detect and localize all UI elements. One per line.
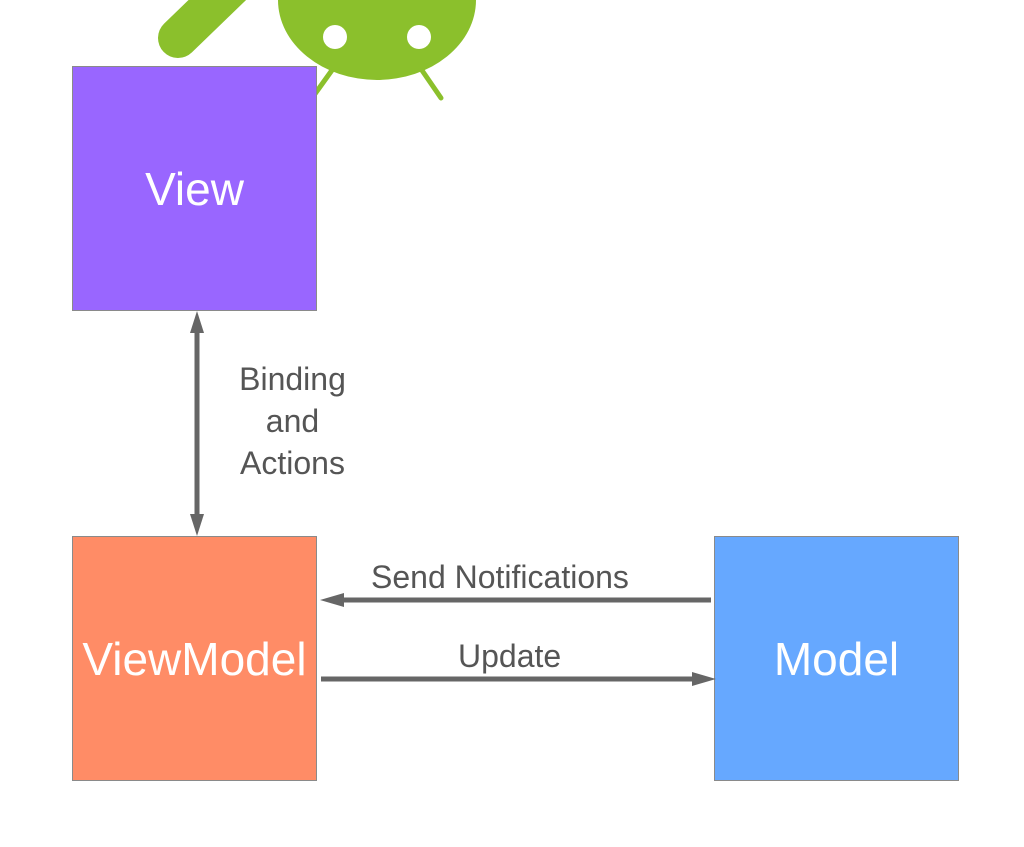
android-eye-left	[323, 25, 347, 49]
android-antenna-right	[416, 63, 444, 101]
view-box: View	[72, 66, 317, 311]
android-arm	[158, 0, 247, 58]
viewmodel-label: ViewModel	[82, 632, 307, 685]
binding-arrow-head-up	[190, 311, 204, 333]
binding-line-1: Binding	[239, 361, 346, 397]
model-box: Model	[714, 536, 959, 781]
android-robot-icon	[158, 0, 476, 101]
notifications-arrow-head	[320, 593, 344, 607]
send-notifications-label: Send Notifications	[371, 559, 629, 595]
binding-line-3: Actions	[240, 445, 345, 481]
update-label: Update	[458, 638, 562, 674]
android-head	[278, 0, 476, 80]
model-label: Model	[773, 632, 900, 685]
binding-arrow-head-down	[190, 514, 204, 536]
android-eye-right	[407, 25, 431, 49]
binding-and-actions-label: Binding and Actions	[230, 358, 355, 484]
view-label: View	[145, 162, 244, 215]
binding-line-2: and	[265, 403, 320, 439]
viewmodel-box: ViewModel	[72, 536, 317, 781]
update-arrow-head	[692, 672, 716, 686]
